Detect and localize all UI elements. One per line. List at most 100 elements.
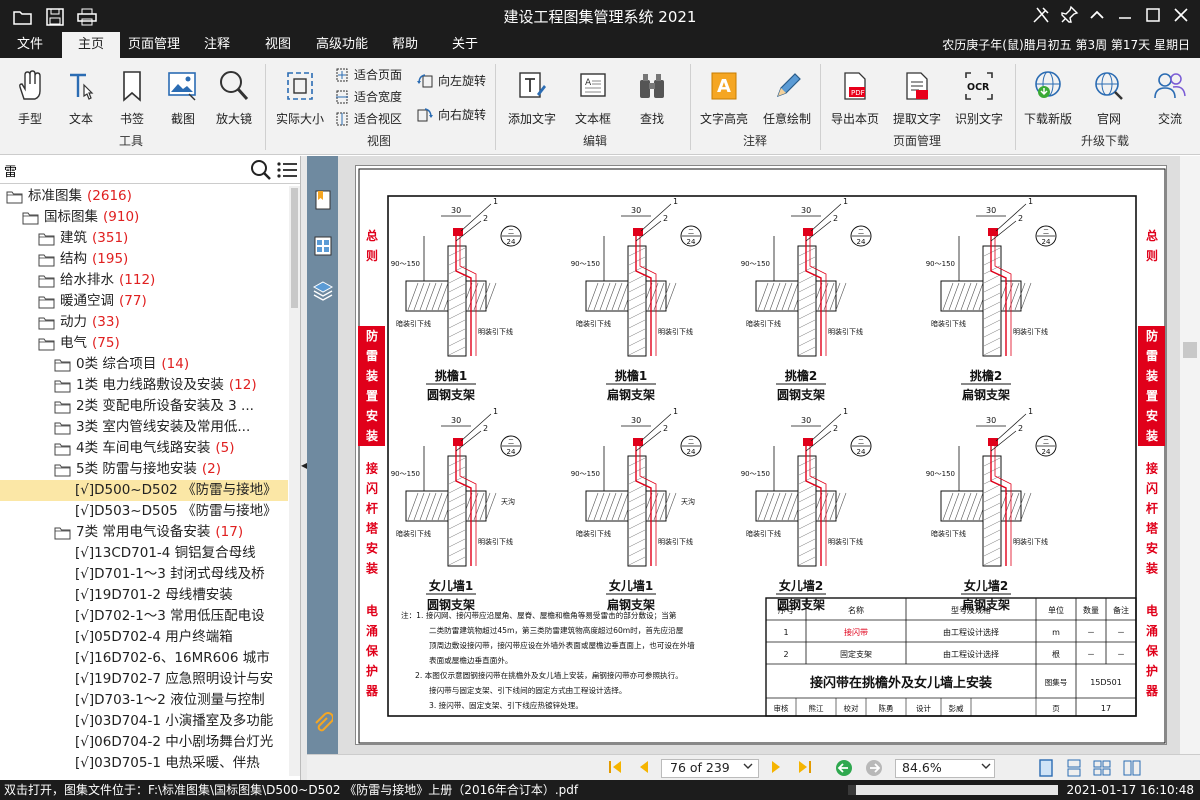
tree-item-folder[interactable]: 7类 常用电气设备安装(17): [0, 522, 288, 543]
first-page-button[interactable]: [607, 759, 623, 775]
back-view-button[interactable]: [835, 759, 853, 777]
attachments-panel-button[interactable]: [311, 711, 334, 735]
ribbon-collapse-icon[interactable]: [1086, 4, 1108, 26]
menu-annotation[interactable]: 注释: [203, 37, 230, 52]
tree-scrollbar-thumb[interactable]: [291, 188, 298, 308]
zoom-dropdown-icon[interactable]: [981, 761, 991, 771]
menu-advanced[interactable]: 高级功能: [315, 37, 368, 52]
open-folder-icon[interactable]: [12, 6, 34, 28]
community-button[interactable]: 交流: [1145, 68, 1195, 127]
menu-about[interactable]: 关于: [451, 37, 478, 52]
tree-item-atlas[interactable]: [√]06D704-2 中小剧场舞台灯光: [0, 732, 288, 753]
extract-text-button[interactable]: 提取文字: [890, 68, 944, 127]
menu-page-management[interactable]: 页面管理: [127, 37, 180, 52]
list-menu-icon[interactable]: [276, 160, 298, 183]
screenshot-button[interactable]: 截图: [158, 68, 208, 127]
menu-file[interactable]: 文件: [16, 37, 43, 52]
bookmark-button[interactable]: 书签: [107, 68, 157, 127]
search-input[interactable]: [4, 160, 234, 180]
tree-item-atlas[interactable]: [√]16D702-6、16MR606 城市: [0, 648, 288, 669]
tree-item-folder[interactable]: 建筑(351): [0, 228, 288, 249]
magnifier-button[interactable]: 放大镜: [209, 68, 259, 127]
tree-item-atlas[interactable]: [√]D500~D502 《防雷与接地》: [0, 480, 288, 501]
tree-item-folder[interactable]: 0类 综合项目(14): [0, 354, 288, 375]
fit-width-button[interactable]: 适合宽度: [334, 88, 402, 105]
menu-home[interactable]: 主页: [62, 32, 120, 58]
minimize-icon[interactable]: [1114, 4, 1136, 26]
find-button[interactable]: 查找: [627, 68, 677, 127]
tree-item-atlas[interactable]: [√]19D702-7 应急照明设计与安: [0, 669, 288, 690]
thumbnails-panel-button[interactable]: [311, 234, 334, 258]
maximize-icon[interactable]: [1142, 4, 1164, 26]
tree-item-folder[interactable]: 1类 电力线路敷设及安装(12): [0, 375, 288, 396]
tree-item-atlas[interactable]: [√]13CD701-4 铜铝复合母线: [0, 543, 288, 564]
viewer-scrollbar-thumb[interactable]: [1183, 342, 1197, 358]
tree-item-folder[interactable]: 电气(75): [0, 333, 288, 354]
tree-scrollbar[interactable]: [289, 186, 300, 776]
search-icon[interactable]: [250, 159, 272, 184]
tree-item-atlas[interactable]: [√]19D701-2 母线槽安装: [0, 585, 288, 606]
tree-item-atlas[interactable]: [√]D503~D505 《防雷与接地》: [0, 501, 288, 522]
tree-item-folder[interactable]: 动力(33): [0, 312, 288, 333]
hatch-line: [966, 282, 978, 311]
add-text-button[interactable]: 添加文字: [505, 68, 559, 127]
text-highlight-button[interactable]: A 文字高亮: [697, 68, 751, 127]
svg-text:PDF: PDF: [851, 89, 865, 97]
tree-item-atlas[interactable]: [√]03D705-1 电热采暖、伴热: [0, 753, 288, 774]
page-number-field[interactable]: 76 of 239: [661, 759, 759, 778]
continuous-view-button[interactable]: [1065, 759, 1083, 777]
rotate-left-button[interactable]: 向左旋转: [416, 72, 486, 89]
text-box-button[interactable]: A 文本框: [566, 68, 620, 127]
tree-item-folder[interactable]: 国标图集(910): [0, 207, 288, 228]
fit-view-button[interactable]: 适合视区: [334, 110, 402, 127]
pin-icon[interactable]: [1058, 4, 1080, 26]
actual-size-button[interactable]: 实际大小: [273, 68, 327, 127]
last-page-button[interactable]: [797, 759, 813, 775]
page-dropdown-icon[interactable]: [743, 761, 753, 771]
previous-page-button[interactable]: [637, 759, 651, 775]
tree-item-atlas[interactable]: [√]D703-1～2 液位测量与控制: [0, 690, 288, 711]
tool-icon[interactable]: [1030, 4, 1052, 26]
rotate-right-button[interactable]: 向右旋转: [416, 106, 486, 123]
fit-page-button[interactable]: 适合页面: [334, 66, 402, 83]
freehand-draw-button[interactable]: 任意绘制: [760, 68, 814, 127]
zoom-level-field[interactable]: 84.6%: [895, 759, 995, 778]
tree-item-folder[interactable]: 5类 防雷与接地安装(2): [0, 459, 288, 480]
tree-item-folder[interactable]: 给水排水(112): [0, 270, 288, 291]
next-page-button[interactable]: [769, 759, 783, 775]
panel-splitter[interactable]: ◀: [301, 156, 307, 780]
tree-item-atlas[interactable]: [√]05D702-4 用户终端箱: [0, 627, 288, 648]
forward-view-button[interactable]: [865, 759, 883, 777]
tree-item-folder[interactable]: 结构(195): [0, 249, 288, 270]
tree-item-folder[interactable]: 标准图集(2616): [0, 186, 288, 207]
export-page-button[interactable]: PDF 导出本页: [828, 68, 882, 127]
tree-item-atlas[interactable]: [√]D701-1～3 封闭式母线及桥: [0, 564, 288, 585]
menu-help[interactable]: 帮助: [391, 37, 418, 52]
hatch-line: [448, 310, 466, 320]
hand-tool-button[interactable]: 手型: [5, 68, 55, 127]
tree-item-label: [√]13CD701-4 铜铝复合母线: [75, 545, 256, 561]
tree-item-folder[interactable]: 2类 变配电所设备安装及 3 ...: [0, 396, 288, 417]
ocr-button[interactable]: OCR 识别文字: [952, 68, 1006, 127]
save-icon[interactable]: [44, 6, 66, 28]
tree-item-folder[interactable]: 4类 车间电气线路安装(5): [0, 438, 288, 459]
viewer-scrollbar[interactable]: [1180, 156, 1200, 754]
tree-item-folder[interactable]: 暖通空调(77): [0, 291, 288, 312]
tree-item-folder[interactable]: 3类 室内管线安装及常用低...: [0, 417, 288, 438]
download-new-version-button[interactable]: 下载新版: [1021, 68, 1075, 127]
dimension-label: 30: [631, 206, 641, 215]
layers-panel-button[interactable]: [311, 278, 334, 302]
bookmarks-panel-button[interactable]: [311, 188, 334, 212]
single-page-view-button[interactable]: [1037, 759, 1055, 777]
facing-view-button[interactable]: [1093, 759, 1111, 777]
tree-item-atlas[interactable]: [√]D702-1～3 常用低压配电设: [0, 606, 288, 627]
two-page-view-button[interactable]: [1123, 759, 1141, 777]
tree-item-atlas[interactable]: [√]03D704-1 小演播室及多功能: [0, 711, 288, 732]
close-icon[interactable]: [1170, 4, 1192, 26]
menu-view[interactable]: 视图: [264, 37, 291, 52]
website-button[interactable]: 官网: [1084, 68, 1134, 127]
print-icon[interactable]: [76, 6, 98, 28]
text-tool-button[interactable]: 文本: [56, 68, 106, 127]
fit-page-icon: [336, 68, 348, 81]
